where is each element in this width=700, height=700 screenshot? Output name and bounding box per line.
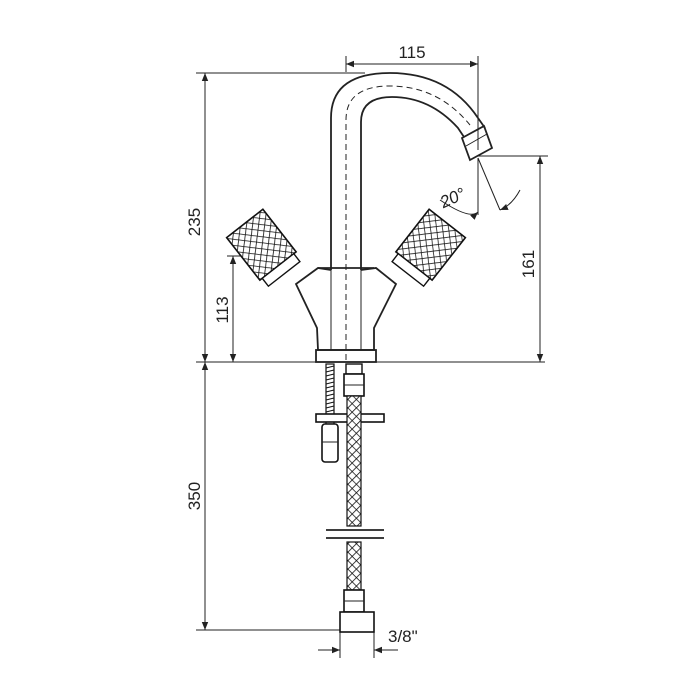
dim-outlet-height: 161 [478, 155, 548, 362]
dim-overall-height: 235 [185, 72, 365, 362]
dim-handle-height-label: 113 [213, 296, 232, 323]
dim-spout-reach-label: 115 [398, 43, 425, 62]
dim-outlet-height-label: 161 [519, 250, 538, 278]
fixing-nut [321, 423, 339, 463]
dim-spout-angle: 20° [436, 157, 521, 220]
dim-hose-length: 350 [185, 362, 340, 631]
dim-spout-angle-label: 20° [436, 184, 468, 213]
dim-connection-size-label: 3/8" [388, 627, 418, 646]
dim-spout-reach: 115 [345, 43, 479, 150]
dim-handle-height: 113 [213, 255, 262, 362]
right-handle [391, 208, 467, 288]
flexible-hose [339, 363, 375, 633]
faucet-body [294, 72, 494, 363]
break-mark [326, 529, 384, 539]
dim-connection-size: 3/8" [318, 627, 418, 658]
dim-hose-length-label: 350 [185, 482, 204, 510]
dim-overall-height-label: 235 [185, 208, 204, 236]
left-handle [225, 208, 301, 288]
